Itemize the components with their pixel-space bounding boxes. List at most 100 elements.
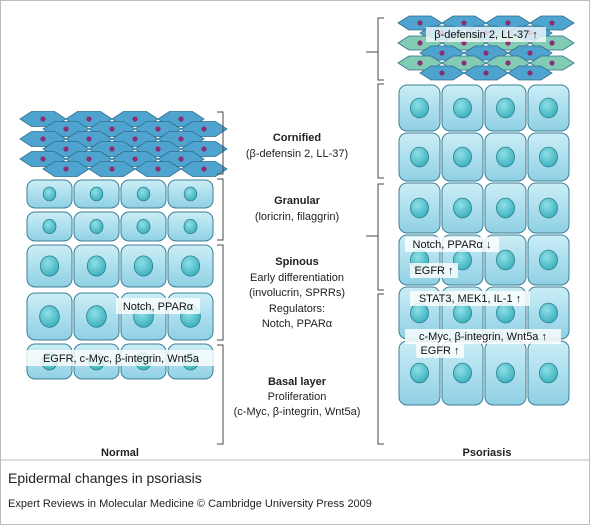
cell-nucleus xyxy=(539,97,558,119)
layer-detail: (c-Myc, β-integrin, Wnt5a) xyxy=(234,406,361,418)
cell-nucleus xyxy=(410,197,429,219)
cell-nucleus xyxy=(453,97,472,119)
corneocyte-nucleus xyxy=(439,50,445,56)
cell-nucleus xyxy=(453,362,472,384)
corneocyte-nucleus xyxy=(40,116,46,122)
svg-text:EGFR ↑: EGFR ↑ xyxy=(420,345,459,357)
corneocyte-nucleus xyxy=(417,20,423,26)
psoriasis-cmyc-label: c-Myc, β-integrin, Wnt5a ↑ xyxy=(405,329,561,344)
corneocyte-nucleus xyxy=(132,136,138,142)
keratinocyte xyxy=(441,84,484,132)
corneocyte-nucleus xyxy=(461,20,467,26)
figure-credit: Expert Reviews in Molecular Medicine © C… xyxy=(8,498,372,510)
layer-granular: Granular (loricrin, filaggrin) xyxy=(255,195,339,223)
bracket xyxy=(377,293,384,445)
keratinocyte xyxy=(527,340,570,406)
keratinocyte xyxy=(527,182,570,234)
keratinocyte xyxy=(484,84,527,132)
cell-nucleus xyxy=(89,218,104,235)
layer-basal: Basal layer Proliferation (c-Myc, β-inte… xyxy=(234,376,361,418)
corneocyte xyxy=(463,65,509,81)
svg-text:β-defensin 2, LL-37 ↑: β-defensin 2, LL-37 ↑ xyxy=(434,29,538,41)
normal-column-label: Normal xyxy=(101,447,139,459)
keratinocyte xyxy=(26,211,73,242)
cell-nucleus xyxy=(496,97,515,119)
keratinocyte xyxy=(120,211,167,242)
corneocyte xyxy=(507,65,553,81)
cell-nucleus xyxy=(410,362,429,384)
cell-nucleus xyxy=(410,97,429,119)
corneocyte-nucleus xyxy=(155,146,161,152)
cell-nucleus xyxy=(39,255,60,277)
keratinocyte xyxy=(527,84,570,132)
keratinocyte xyxy=(167,211,214,242)
layer-detail: (loricrin, filaggrin) xyxy=(255,211,339,223)
corneocyte-nucleus xyxy=(549,20,555,26)
corneocyte-nucleus xyxy=(86,136,92,142)
bracket xyxy=(377,17,384,81)
keratinocyte xyxy=(26,244,73,288)
cell-nucleus xyxy=(89,186,104,202)
svg-text:Notch, PPARα ↓: Notch, PPARα ↓ xyxy=(413,239,492,251)
corneocyte-nucleus xyxy=(63,146,69,152)
svg-text:Notch, PPARα: Notch, PPARα xyxy=(123,301,194,313)
corneocyte-nucleus xyxy=(132,116,138,122)
corneocyte-nucleus xyxy=(483,50,489,56)
cell-nucleus xyxy=(496,249,515,271)
psoriasis-column-label: Psoriasis xyxy=(463,447,512,459)
cell-nucleus xyxy=(539,197,558,219)
keratinocyte xyxy=(484,182,527,234)
cell-nucleus xyxy=(136,218,151,235)
corneocyte-nucleus xyxy=(178,156,184,162)
cell-nucleus xyxy=(453,146,472,168)
cell-nucleus xyxy=(410,146,429,168)
cell-nucleus xyxy=(539,146,558,168)
keratinocyte xyxy=(527,132,570,182)
keratinocyte xyxy=(73,244,120,288)
cell-nucleus xyxy=(496,302,515,324)
svg-text:STAT3, MEK1, IL-1 ↑: STAT3, MEK1, IL-1 ↑ xyxy=(419,293,521,305)
svg-text:EGFR ↑: EGFR ↑ xyxy=(414,265,453,277)
cell-nucleus xyxy=(183,218,198,235)
normal-epidermis xyxy=(19,111,228,380)
cell-nucleus xyxy=(180,255,201,277)
cell-nucleus xyxy=(496,146,515,168)
normal-notch-label: Notch, PPARα xyxy=(116,298,200,314)
corneocyte-nucleus xyxy=(155,126,161,132)
keratinocyte xyxy=(441,182,484,234)
bracket xyxy=(217,111,224,175)
psoriasis-egfr-top-label: EGFR ↑ xyxy=(410,263,458,278)
keratinocyte xyxy=(73,211,120,242)
keratinocyte xyxy=(73,179,120,209)
bracket xyxy=(217,344,224,445)
corneocyte-nucleus xyxy=(40,156,46,162)
keratinocyte xyxy=(26,292,73,341)
corneocyte-nucleus xyxy=(109,166,115,172)
corneocyte-nucleus xyxy=(86,156,92,162)
bracket xyxy=(377,83,384,179)
layer-detail: (β-defensin 2, LL-37) xyxy=(246,148,348,160)
svg-text:EGFR, c-Myc, β-integrin, Wnt5a: EGFR, c-Myc, β-integrin, Wnt5a xyxy=(43,353,200,365)
figure-title: Epidermal changes in psoriasis xyxy=(8,470,202,486)
corneocyte-nucleus xyxy=(40,136,46,142)
psoriasis-defensin-label: β-defensin 2, LL-37 ↑ xyxy=(426,27,546,42)
corneocyte-nucleus xyxy=(549,60,555,66)
cell-nucleus xyxy=(136,186,151,202)
cell-nucleus xyxy=(496,197,515,219)
layer-spinous: Spinous Early differentiation (involucri… xyxy=(249,256,345,330)
corneocyte-nucleus xyxy=(483,70,489,76)
keratinocyte xyxy=(527,234,570,286)
cell-nucleus xyxy=(453,302,472,324)
layer-detail: Proliferation xyxy=(268,391,327,403)
corneocyte-nucleus xyxy=(201,126,207,132)
corneocyte-nucleus xyxy=(86,116,92,122)
layer-title: Cornified xyxy=(273,132,321,144)
corneocyte-nucleus xyxy=(417,60,423,66)
cell-nucleus xyxy=(539,249,558,271)
corneocyte-nucleus xyxy=(505,60,511,66)
keratinocyte xyxy=(167,179,214,209)
corneocyte-nucleus xyxy=(109,146,115,152)
keratinocyte xyxy=(73,292,120,341)
layer-brackets xyxy=(217,17,384,445)
